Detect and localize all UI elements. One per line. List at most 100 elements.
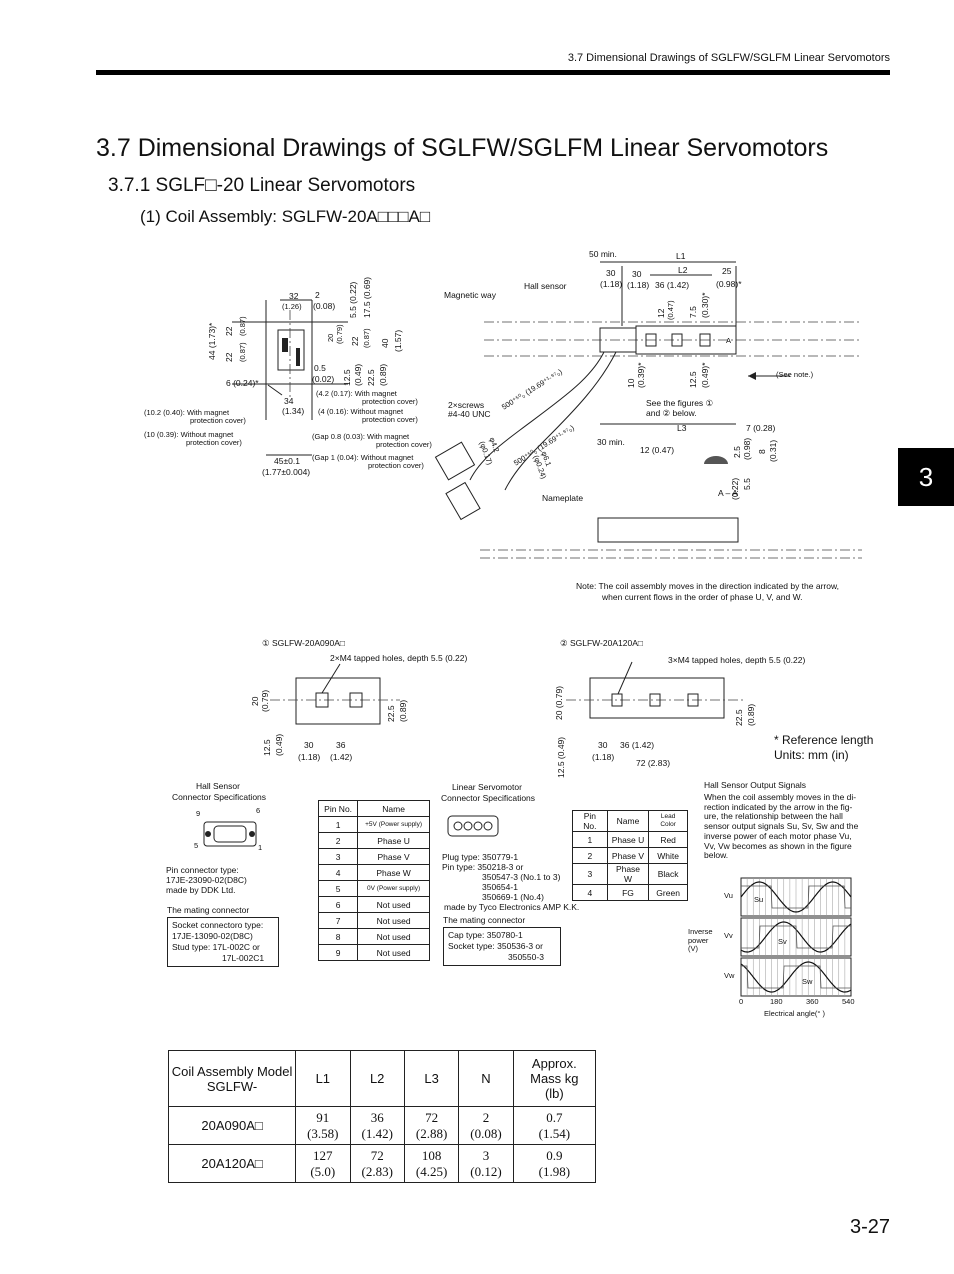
label-screws: 2×screws (448, 400, 485, 410)
section-title: 3.7 Dimensional Drawings of SGLFW/SGLFM … (96, 134, 829, 162)
fig1-holes: 2×M4 tapped holes, depth 5.5 (0.22) (330, 653, 468, 663)
label-hall-sensor: Hall sensor (524, 281, 567, 291)
pin-label-6: 6 (256, 806, 261, 815)
note-gap08: (Gap 0.8 (0.03): With magnet (312, 432, 410, 441)
lin-conn-title-2: Connector Specifications (441, 793, 536, 803)
dim-2: 2 (315, 290, 320, 300)
dim-30a: 30 (606, 268, 616, 278)
x-tick-540: 540 (842, 997, 855, 1006)
dim-008: (0.08) (313, 301, 336, 311)
x-tick-180: 180 (770, 997, 783, 1006)
label-a: A (726, 336, 732, 345)
lin-conn-title-1: Linear Servomotor (452, 782, 522, 792)
table-row: 1+5V (Power supply) (317, 816, 430, 833)
pin-label-1: 1 (258, 843, 263, 852)
note-line-1: Note: The coil assembly moves in the dir… (576, 581, 840, 591)
pin-label-9: 9 (196, 809, 201, 818)
dim-05: 0.5 (314, 363, 326, 373)
dim-7: 7 (0.28) (746, 423, 776, 433)
header-rule (96, 70, 890, 75)
dim-34: 34 (284, 396, 294, 406)
fig2-d118: (1.18) (592, 752, 615, 762)
dim-118b: (1.18) (627, 280, 650, 290)
label-vv: Vv (724, 931, 733, 940)
fig1-d36: 36 (336, 740, 346, 750)
hall-conn-title-1: Hall Sensor (196, 781, 240, 791)
fig2-d36: 36 (1.42) (620, 740, 655, 750)
note-gap1b: protection cover) (368, 461, 424, 470)
x-axis-label: Electrical angle(° ) (764, 1009, 825, 1018)
note-42b: protection cover) (362, 397, 418, 406)
waveform-v (740, 917, 852, 957)
hall-mating-box: Socket connectoro type: 17JE-13090-02(D8… (167, 917, 279, 967)
hall-conn-title-2: Connector Specifications (172, 792, 267, 802)
dim-45: 45±0.1 (274, 456, 300, 466)
label-see-note: (See note.) (776, 370, 814, 379)
x-tick-0: 0 (739, 997, 744, 1006)
label-magnetic-way: Magnetic way (444, 290, 496, 300)
reference-length: * Reference length (774, 733, 874, 747)
label-su: Su (754, 895, 764, 904)
note-42: (4.2 (0.17): With magnet (316, 389, 397, 398)
x-tick-360: 360 (806, 997, 819, 1006)
dim-002: (0.02) (312, 374, 335, 384)
table-row: 20A090A□ 91(3.58) 36(1.42) 72(2.88) 2(0.… (167, 1106, 597, 1145)
fig1-d118: (1.18) (298, 752, 321, 762)
dim-L3: L3 (677, 423, 687, 433)
label-see-figures: See the figures ① (646, 398, 714, 408)
dim-32: 32 (289, 291, 299, 301)
lin-mating-box: Cap type: 350780-1 Socket type: 350536-3… (443, 927, 561, 966)
note-102: (10.2 (0.40): With magnet (144, 408, 230, 417)
note-gap1: (Gap 1 (0.04): Without magnet (312, 453, 414, 462)
fig1-d30: 30 (304, 740, 314, 750)
dim-25: 25 (722, 266, 732, 276)
note-10b: protection cover) (186, 438, 242, 447)
dim-36: 36 (1.42) (655, 280, 690, 290)
note-10: (10 (0.39): Without magnet (144, 430, 234, 439)
dim-098: (0.98)* (716, 279, 742, 289)
page-number: 3-27 (849, 1216, 890, 1238)
dim-6: 6 (0.24)* (226, 378, 259, 388)
dim-12b: 12 (0.47) (640, 445, 675, 455)
label-vu: Vu (724, 891, 733, 900)
hall-mating-label: The mating connector (167, 905, 250, 915)
label-sw: Sw (802, 977, 813, 986)
pin-label-5: 5 (194, 841, 199, 850)
fig2-d72: 72 (2.83) (636, 758, 671, 768)
note-4b: protection cover) (362, 415, 418, 424)
note-gap08b: protection cover) (376, 440, 432, 449)
label-sv: Sv (778, 937, 787, 946)
reference-note: * Reference length Units: mm (in) (774, 733, 873, 763)
dim-134: (1.34) (282, 406, 305, 416)
waveform-u (740, 877, 852, 917)
lin-mating-label: The mating connector (443, 915, 526, 925)
hall-pin-connector-info: Pin connector type: 17JE-23090-02(D8C) m… (166, 865, 247, 895)
dim-L2: L2 (678, 265, 688, 275)
table-row: 20A120A□ 127(5.0) 72(2.83) 108(4.25) 3(0… (167, 1144, 597, 1183)
dim-126: (1.26) (282, 302, 302, 311)
hall-output-description: When the coil assembly moves in the di- … (704, 792, 859, 861)
chapter-tab: 3 (898, 448, 954, 506)
fig1-d142: (1.42) (330, 752, 353, 762)
figure-title: (1) Coil Assembly: SGLFW-20A□□□A□ (140, 207, 431, 226)
fig2-title: ② SGLFW-20A120A□ (560, 638, 643, 648)
dim-30b: 30 (632, 269, 642, 279)
running-header: 3.7 Dimensional Drawings of SGLFW/SGLFM … (567, 52, 890, 64)
waveform-w (740, 957, 852, 997)
inverse-power-label: Inverse power (V) (688, 927, 713, 953)
fig1-title: ① SGLFW-20A090A□ (262, 638, 345, 648)
dim-50min: 50 min. (589, 249, 617, 259)
